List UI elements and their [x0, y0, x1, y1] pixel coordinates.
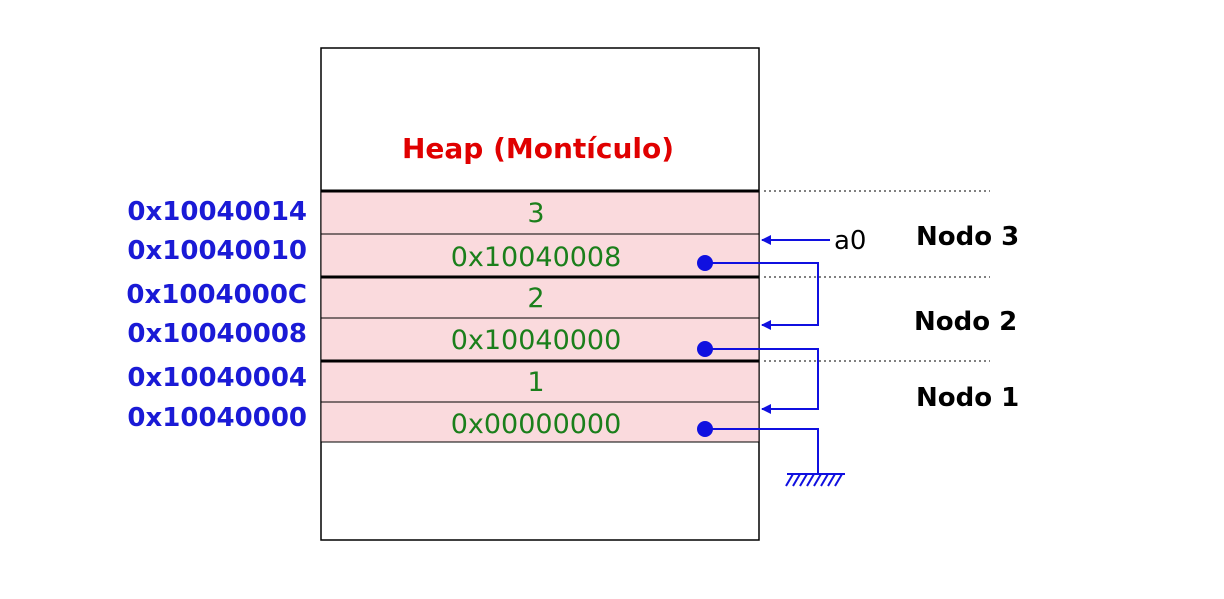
address-label: 0x10040004: [127, 363, 307, 393]
memory-cell-4: [320, 360, 760, 403]
cell-value: 3: [527, 198, 544, 229]
null-pointer-line: [705, 428, 819, 474]
cell-value: 0x00000000: [451, 409, 622, 440]
address-label: 0x1004000C: [126, 280, 307, 310]
memory-cell-5: [320, 401, 760, 443]
heap-title: Heap (Montículo): [402, 132, 674, 165]
memory-cell-0: [320, 190, 760, 235]
cell-value: 0x10040008: [451, 242, 622, 273]
pointer-arrow: [705, 348, 819, 414]
address-label: 0x10040014: [127, 197, 307, 227]
memory-cell-1: [320, 233, 760, 278]
register-label: a0: [834, 226, 866, 256]
address-label: 0x10040008: [127, 319, 307, 349]
address-label: 0x10040000: [127, 403, 307, 433]
cell-value: 1: [527, 367, 544, 398]
node-label-1: Nodo 1: [916, 383, 1019, 413]
cell-value: 0x10040000: [451, 325, 622, 356]
cell-value: 2: [527, 283, 544, 314]
memory-cell-2: [320, 276, 760, 319]
pointer-arrow: [705, 262, 819, 330]
ground-icon: [785, 473, 845, 487]
address-label: 0x10040010: [127, 236, 307, 266]
node-label-2: Nodo 2: [914, 307, 1017, 337]
node-label-3: Nodo 3: [916, 222, 1019, 252]
memory-cell-3: [320, 317, 760, 362]
